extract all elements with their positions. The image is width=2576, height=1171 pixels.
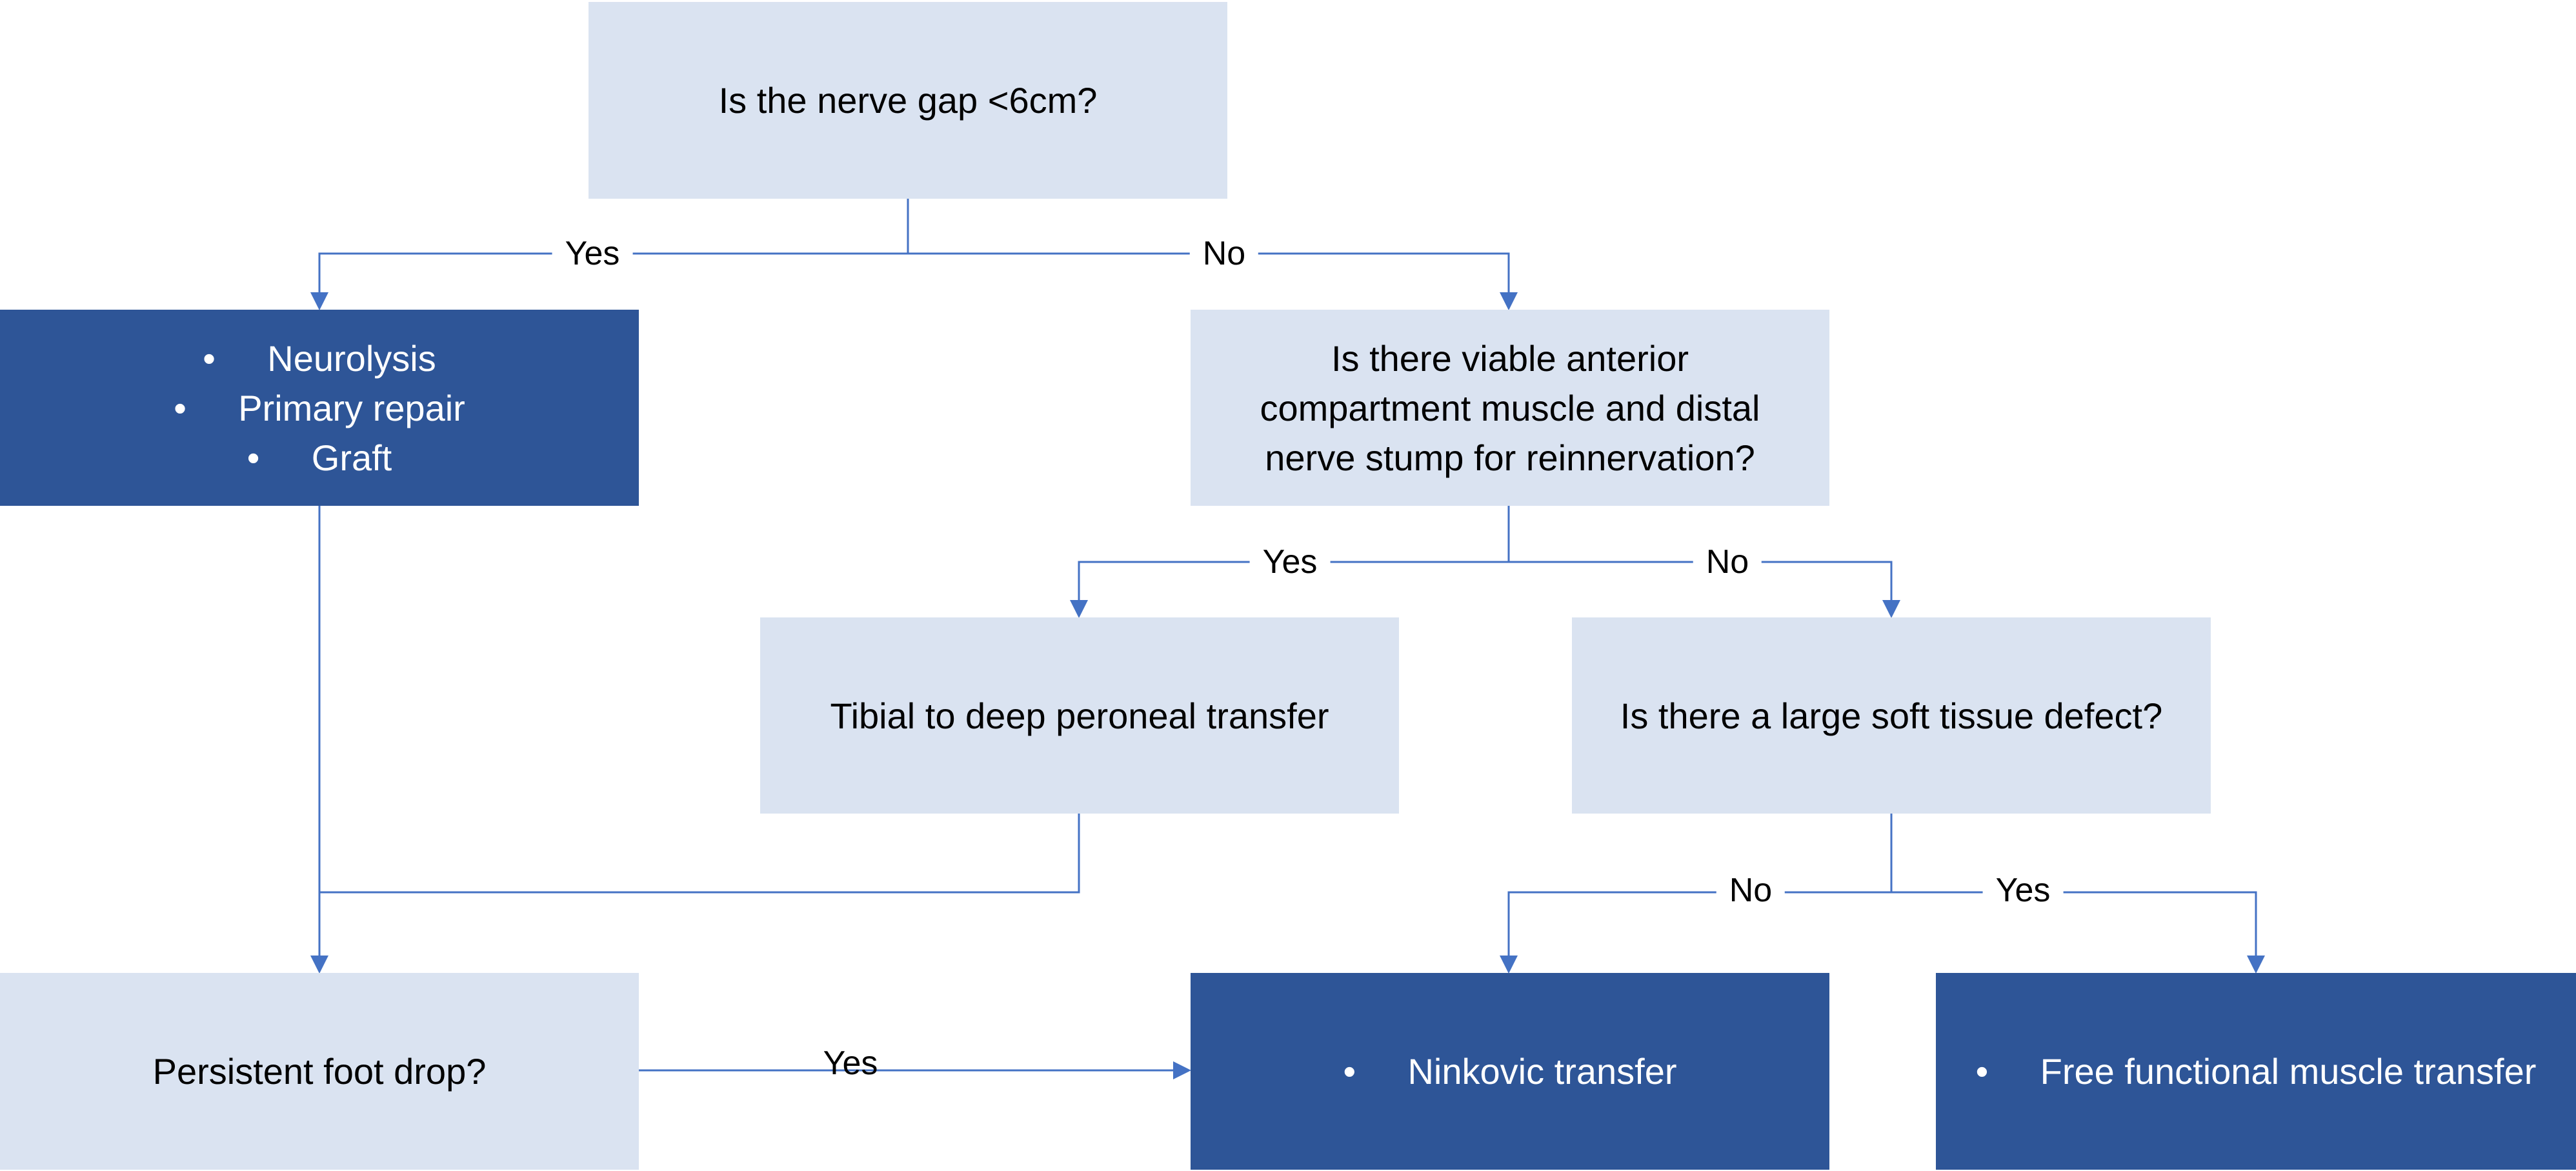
option-label: Primary repair <box>238 387 465 428</box>
arrow-viable-yes <box>1070 561 1509 618</box>
list-item: • Free functional muscle transfer <box>1976 1046 2537 1096</box>
edge-label-foot-drop-yes: Yes <box>823 1045 878 1082</box>
ninkovic-list: • Ninkovic transfer <box>1343 1046 1676 1096</box>
option-label: Ninkovic transfer <box>1407 1051 1677 1092</box>
node-viable-muscle-question-text: Is there viable anterior compartment mus… <box>1260 337 1760 478</box>
node-tibial-transfer: Tibial to deep peroneal transfer <box>760 617 1399 814</box>
edge-label-defect-no: No <box>1716 871 1786 910</box>
node-nerve-gap-question: Is the nerve gap <6cm? <box>589 2 1227 199</box>
arrow-gap-no <box>908 252 1518 310</box>
arrow-gap-yes <box>310 252 908 310</box>
arrow-defect-no <box>1500 891 1891 974</box>
bullet-icon: • <box>247 437 260 478</box>
option-label: Graft <box>311 437 392 478</box>
edge-label-gap-no: No <box>1189 234 1259 273</box>
free-muscle-list: • Free functional muscle transfer <box>1976 1046 2537 1096</box>
connector-tibial-merge <box>319 814 1080 894</box>
node-tibial-transfer-text: Tibial to deep peroneal transfer <box>830 695 1329 736</box>
node-free-muscle-transfer: • Free functional muscle transfer <box>1936 973 2576 1170</box>
option-label: Neurolysis <box>267 337 436 379</box>
list-item: • Ninkovic transfer <box>1343 1046 1676 1096</box>
node-nerve-gap-question-text: Is the nerve gap <6cm? <box>718 80 1098 121</box>
node-soft-tissue-defect-question: Is there a large soft tissue defect? <box>1572 617 2211 814</box>
list-item: • Graft <box>174 433 465 483</box>
node-foot-drop-question-text: Persistent foot drop? <box>152 1051 487 1092</box>
bullet-icon: • <box>1975 1051 1989 1092</box>
arrow-defect-yes <box>1891 891 2265 974</box>
option-label: Free functional muscle transfer <box>2040 1051 2537 1092</box>
node-foot-drop-question: Persistent foot drop? <box>0 973 639 1170</box>
edge-label-gap-yes: Yes <box>552 234 633 273</box>
node-soft-tissue-defect-question-text: Is there a large soft tissue defect? <box>1620 695 2163 736</box>
edge-label-defect-yes: Yes <box>1982 871 2064 910</box>
bullet-icon: • <box>1343 1051 1356 1092</box>
list-item: • Primary repair <box>174 383 465 433</box>
node-short-gap-options: • Neurolysis • Primary repair • Graft <box>0 310 639 506</box>
node-ninkovic-transfer: • Ninkovic transfer <box>1191 973 1829 1170</box>
short-gap-options-list: • Neurolysis • Primary repair • Graft <box>174 334 465 483</box>
node-viable-muscle-question: Is there viable anterior compartment mus… <box>1191 310 1829 506</box>
bullet-icon: • <box>174 387 186 428</box>
edge-label-viable-yes: Yes <box>1249 543 1331 581</box>
arrow-viable-no <box>1509 561 1900 618</box>
bullet-icon: • <box>203 337 216 379</box>
list-item: • Neurolysis <box>174 334 465 383</box>
edge-label-viable-no: No <box>1693 543 1762 581</box>
